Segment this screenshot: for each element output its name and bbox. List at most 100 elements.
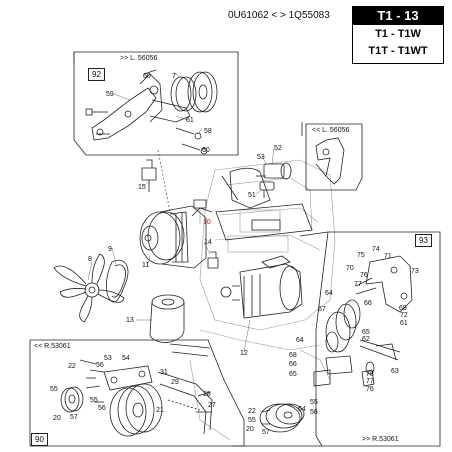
part-number: 63 (391, 368, 399, 375)
part-number: 20 (246, 426, 254, 433)
part-number: 76 (366, 386, 374, 393)
part-number: 61 (186, 117, 194, 124)
part-number: 77 (366, 378, 374, 385)
part-number: 65 (289, 371, 297, 378)
model-line-2: T1T - T1WT (368, 45, 428, 57)
sender-15 (141, 159, 157, 192)
part-number: 62 (362, 336, 370, 343)
part-number: 13 (126, 317, 134, 324)
box-90-number: 90 (31, 433, 48, 446)
manifold (215, 167, 313, 241)
group-code: T1 - 13 (353, 7, 443, 25)
part-number: 60 (143, 73, 151, 80)
part-number: 51 (248, 192, 256, 199)
fan-8 (53, 253, 125, 323)
box-top-right-outline (301, 122, 363, 191)
part-number: 56 (310, 409, 318, 416)
part-number: 76 (360, 272, 368, 279)
part-number: 56 (98, 405, 106, 412)
box-93-outline (232, 231, 441, 447)
part-number: 74 (372, 246, 380, 253)
part-number: 70 (346, 265, 354, 272)
part-number: 75 (357, 252, 365, 259)
part-number: 27 (208, 402, 216, 409)
part-number: 15 (138, 184, 146, 191)
part-number: 55 (50, 386, 58, 393)
part-number: 78 (366, 371, 374, 378)
part-number: 77 (354, 281, 362, 288)
box-90-pulley-large (109, 383, 163, 437)
part-number: 53 (104, 355, 112, 362)
box-92-pulleys (170, 71, 218, 113)
box-93-reference: >> R.53061 (362, 436, 399, 443)
part-number: 54 (298, 406, 306, 413)
part-number: 21 (156, 407, 164, 414)
part-number: 72 (400, 312, 408, 319)
box-92-bracket (91, 73, 191, 141)
part-number: 60 (202, 147, 210, 154)
oil-filter-13 (149, 294, 185, 343)
group-code-box: T1 - 13 T1 - T1W T1T - T1WT (352, 6, 444, 64)
part-number: 66 (289, 361, 297, 368)
part-number: 65 (362, 329, 370, 336)
box-92-reference: >> L. 56056 (120, 55, 158, 62)
box-93-bracket (355, 255, 413, 313)
part-number: 57 (262, 429, 270, 436)
part-number: 56 (96, 362, 104, 369)
alternator (139, 205, 213, 269)
box-92-number: 92 (88, 68, 105, 81)
sensor-10 (193, 199, 207, 209)
part-number-highlighted: 10 (203, 219, 211, 226)
box-90-bracket (85, 365, 153, 391)
serial-range: 0U61062 < > 1Q55083 (228, 10, 330, 21)
belt-9 (106, 259, 129, 303)
part-number: 69 (399, 305, 407, 312)
part-number: 14 (204, 239, 212, 246)
part-number: 20 (53, 415, 61, 422)
part-number: 7 (172, 73, 176, 80)
part-number: 66 (364, 300, 372, 307)
leader-lines (87, 71, 275, 353)
part-number: 29 (171, 379, 179, 386)
part-number: 59 (106, 91, 114, 98)
part-number: 64 (296, 337, 304, 344)
box-93-number: 93 (415, 234, 432, 247)
box-92-bolts (85, 69, 208, 155)
box-top-right-reference: << L. 56056 (312, 127, 350, 134)
part-number: 11 (142, 262, 150, 269)
part-number: 52 (274, 145, 282, 152)
part-number: 71 (384, 253, 392, 260)
part-number: 12 (240, 350, 248, 357)
part-number: 61 (400, 320, 408, 327)
box-92-outline (73, 51, 239, 156)
part-number: 8 (88, 256, 92, 263)
starter-motor-12 (220, 255, 303, 319)
model-line-1: T1 - T1W (375, 28, 421, 40)
part-number: 58 (204, 128, 212, 135)
part-number: 55 (90, 397, 98, 404)
part-number: 22 (248, 408, 256, 415)
part-number: 68 (289, 352, 297, 359)
box-93-lower-pulley (259, 403, 305, 433)
part-number: 55 (310, 399, 318, 406)
box-90-bolts (79, 359, 212, 413)
part-number: 54 (122, 355, 130, 362)
part-number: 57 (70, 414, 78, 421)
engine-block-outline (189, 159, 336, 441)
part-number: 55 (248, 417, 256, 424)
part-number: 73 (411, 268, 419, 275)
box-90-timing-belt (157, 343, 213, 435)
part-number: 22 (68, 363, 76, 370)
box-90-small-pulley (60, 386, 84, 413)
part-number: 31 (160, 369, 168, 376)
nut-14 (207, 251, 219, 269)
sensor-53 (256, 162, 292, 198)
box-top-right-bracket (315, 137, 345, 185)
part-number: 53 (257, 154, 265, 161)
part-number: 9 (108, 246, 112, 253)
box-93-tensioner (313, 299, 401, 387)
part-number: 28 (203, 391, 211, 398)
box-90-outline (29, 339, 245, 447)
